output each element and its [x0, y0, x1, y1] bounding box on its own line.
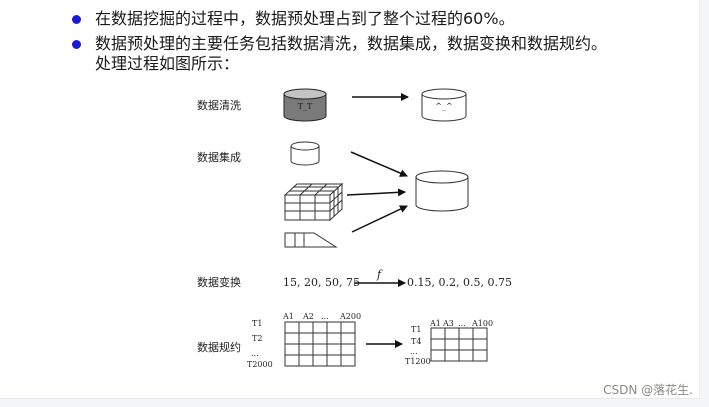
row-header: T2 [252, 334, 262, 343]
row-header: ... [251, 349, 259, 358]
row-header: T1 [411, 325, 421, 334]
clean-data-cylinder: ^_^ [421, 88, 467, 122]
column-header: A100 [471, 319, 493, 328]
row-header: T1200 [405, 357, 431, 366]
integration-arrow-middle [346, 188, 406, 197]
watermark: CSDN @落花生. [603, 383, 693, 397]
integration-arrow-top [350, 151, 408, 177]
bullet-text: 在数据挖掘的过程中，数据预处理占到了整个过程的60%。 [95, 9, 515, 28]
original-data-grid [284, 321, 356, 367]
integration-arrow-bottom [351, 205, 408, 233]
sad-face-label: T_T [298, 102, 313, 111]
column-header: ... [321, 312, 329, 321]
column-header: ... [458, 319, 466, 328]
column-header: A200 [339, 312, 361, 321]
raw-values: 15, 20, 50, 75 [283, 276, 360, 289]
bullet-dot-icon [72, 15, 81, 24]
row-label-reduction: 数据规约 [197, 341, 241, 354]
data-cube-icon [283, 182, 344, 222]
row-header: T1 [252, 319, 262, 328]
transform-function-label: f [376, 268, 383, 281]
happy-face-label: ^_^ [435, 102, 452, 111]
row-label-transformation: 数据变换 [197, 276, 241, 289]
row-label-cleaning: 数据清洗 [197, 99, 241, 112]
small-source-cylinder [290, 141, 320, 166]
preprocessing-diagram: T_T ^_^ [247, 88, 512, 369]
row-header: T4 [411, 337, 421, 346]
row-header: ... [410, 347, 418, 356]
normalized-values: 0.15, 0.2, 0.5, 0.75 [407, 276, 512, 289]
column-header: A1 [429, 319, 441, 328]
bullet-continuation: 处理过程如图所示： [95, 54, 240, 73]
column-header: A2 [302, 312, 314, 321]
slide: 在数据挖掘的过程中，数据预处理占到了整个过程的60%。 数据预处理的主要任务包括… [0, 0, 700, 399]
dirty-data-cylinder: T_T [283, 88, 327, 122]
flat-table-icon [284, 232, 338, 248]
bullet-dot-icon [72, 40, 81, 49]
reduced-data-grid [430, 327, 488, 362]
bullet-text: 数据预处理的主要任务包括数据清洗，数据集成，数据变换和数据规约。 [95, 34, 608, 53]
row-label-integration: 数据集成 [197, 151, 241, 164]
column-header: A1 [282, 312, 294, 321]
row-header: T2000 [247, 360, 273, 369]
integrated-data-cylinder [415, 170, 469, 212]
column-header: A3 [442, 319, 454, 328]
